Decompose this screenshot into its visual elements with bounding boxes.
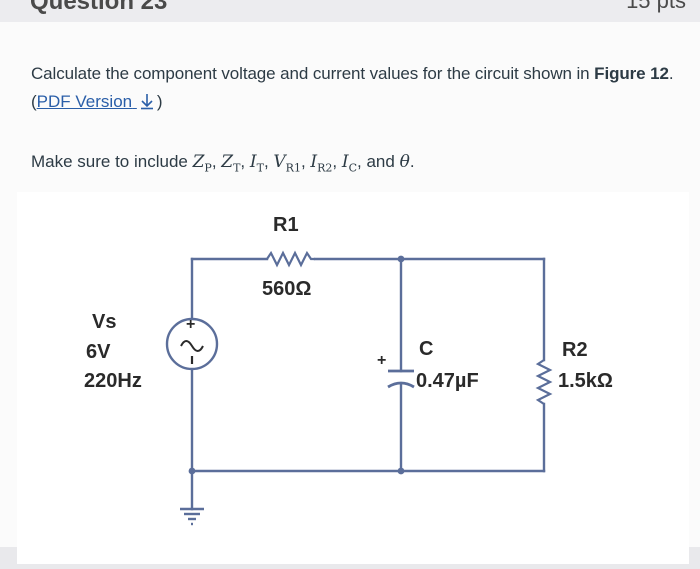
figure-reference: Figure 12 bbox=[594, 64, 669, 83]
download-icon bbox=[140, 94, 153, 110]
junction-top bbox=[397, 255, 405, 263]
question-header: Question 23 15 pts bbox=[0, 0, 700, 23]
capacitor-value-label: 0.47µF bbox=[416, 370, 479, 392]
circuit-diagram: + + R1 560Ω Vs 6V 220Hz C 0.47µF R2 1.5k… bbox=[84, 214, 613, 526]
junction-bottom bbox=[397, 467, 405, 475]
question-card: Calculate the component voltage and curr… bbox=[0, 22, 700, 564]
question-prompt: Calculate the component voltage and curr… bbox=[31, 64, 674, 84]
pdf-close-paren: ) bbox=[156, 92, 163, 111]
pdf-version-link[interactable]: PDF Version bbox=[37, 92, 157, 111]
instruction-and: and bbox=[366, 152, 395, 171]
capacitor-plate-bottom bbox=[387, 381, 415, 389]
r1-value-label: 560Ω bbox=[262, 278, 311, 300]
quantity-it: IT bbox=[249, 152, 264, 175]
r2-resistor-symbol bbox=[535, 359, 553, 405]
circuit-figure: + + R1 560Ω Vs 6V 220Hz C 0.47µF R2 1.5k… bbox=[17, 192, 689, 564]
capacitor-plus-sign: + bbox=[377, 352, 386, 369]
instruction-line: Make sure to include ZP, ZT, IT, VR1, IR… bbox=[31, 152, 415, 175]
prompt-suffix: . bbox=[668, 64, 674, 83]
ac-source-symbol bbox=[165, 317, 219, 371]
quantity-ir2: IR2 bbox=[310, 152, 333, 175]
r2-name-label: R2 bbox=[562, 339, 588, 361]
prompt-prefix: Calculate the component voltage and curr… bbox=[31, 64, 595, 83]
pdf-open-paren: ( bbox=[31, 92, 37, 111]
pdf-link-label: PDF Version bbox=[36, 92, 133, 111]
source-frequency-label: 220Hz bbox=[84, 370, 142, 392]
instruction-end: . bbox=[409, 152, 415, 171]
quantity-vr1: VR1 bbox=[273, 152, 301, 175]
source-name-label: Vs bbox=[92, 311, 116, 333]
r1-name-label: R1 bbox=[273, 214, 299, 236]
capacitor-name-label: C bbox=[419, 338, 433, 360]
question-points: 15 pts bbox=[626, 0, 686, 13]
pdf-line: (PDF Version ) bbox=[31, 92, 163, 112]
sine-wave-icon bbox=[180, 340, 204, 352]
source-plus-sign: + bbox=[186, 316, 195, 333]
instruction-prefix: Make sure to include bbox=[31, 152, 193, 171]
junction-ground bbox=[188, 467, 196, 475]
source-voltage-label: 6V bbox=[86, 341, 111, 363]
quantity-ic: IC bbox=[341, 152, 357, 175]
quantity-theta: θ bbox=[399, 152, 410, 172]
ground-icon bbox=[180, 507, 204, 526]
r1-resistor-symbol bbox=[266, 250, 315, 268]
quantity-zp: ZP bbox=[192, 152, 212, 175]
r2-value-label: 1.5kΩ bbox=[558, 370, 613, 392]
quantity-zt: ZT bbox=[221, 152, 241, 175]
question-title: Question 23 bbox=[30, 0, 168, 15]
